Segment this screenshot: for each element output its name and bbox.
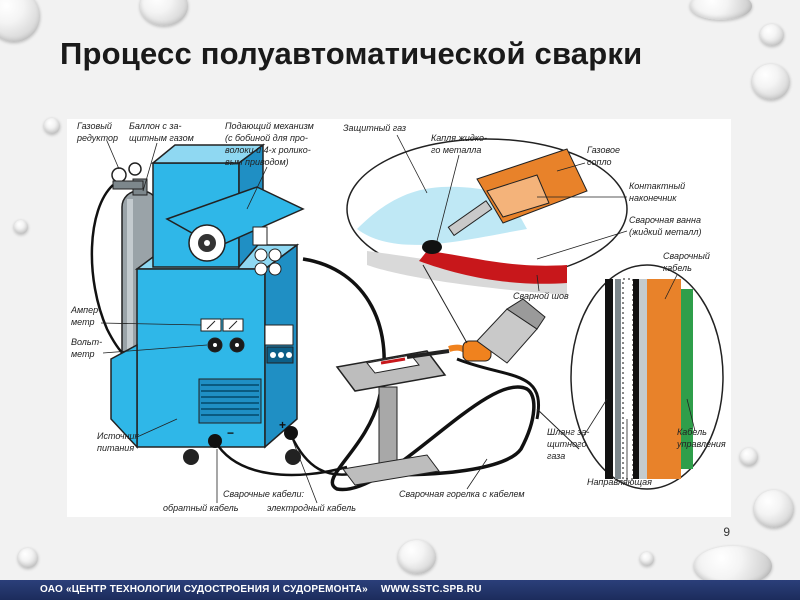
callout-pointer <box>536 408 580 450</box>
footer-text: ОАО «ЦЕНТР ТЕХНОЛОГИИ СУДОСТРОЕНИЯ И СУД… <box>40 584 482 595</box>
label-weld-pool: Сварочная ванна(жидкий металл) <box>629 215 701 237</box>
welding-diagram: − + <box>67 119 731 517</box>
label-weld-seam: Сварной шов <box>513 291 569 301</box>
ammeter-gauge <box>200 318 244 332</box>
torch-hose-line <box>456 357 540 420</box>
footer-organization: ОАО «ЦЕНТР ТЕХНОЛОГИИ СУДОСТРОЕНИЯ И СУД… <box>40 584 368 595</box>
label-welding-cables: Сварочные кабели: <box>223 489 304 499</box>
footer-url[interactable]: WWW.SSTC.SPB.RU <box>380 584 482 595</box>
label-shielding-gas: Защитный газ <box>343 123 406 133</box>
decorative-water-drop <box>140 0 188 26</box>
decorative-water-drop <box>398 540 436 574</box>
svg-text:+: + <box>279 418 286 432</box>
page-number: 9 <box>723 525 730 539</box>
machine-wheels <box>183 449 301 465</box>
label-return-cable: обратный кабель <box>163 503 239 513</box>
return-cable-line <box>213 440 348 477</box>
label-gas-cylinder: Баллон с за-щитным газом <box>129 121 194 143</box>
label-leader-lines <box>100 134 696 504</box>
decorative-water-drop <box>752 64 790 100</box>
voltmeter-knobs <box>207 337 245 353</box>
cable-cross-section-callout <box>570 264 724 490</box>
decorative-water-drop <box>690 0 752 20</box>
torch-cable-line <box>302 257 536 492</box>
label-torch-with-cable: Сварочная горелка с кабелем <box>399 489 525 499</box>
decorative-water-drop <box>18 548 38 568</box>
wire-spool <box>188 224 226 262</box>
torch-tip-callout <box>346 138 628 295</box>
gas-reducer <box>111 162 144 190</box>
label-feed-mechanism: Подающий механизм(с бобиной для про-воло… <box>225 121 314 167</box>
decorative-water-drop <box>694 546 772 586</box>
workpiece <box>366 354 420 374</box>
label-electrode-cable: электродный кабель <box>267 503 356 513</box>
decorative-water-drop <box>754 490 794 528</box>
control-panel <box>264 324 294 364</box>
feed-rollers <box>252 226 282 276</box>
label-ammeter: Ампер-метр <box>70 305 101 327</box>
svg-text:−: − <box>227 426 234 440</box>
welding-torch <box>406 298 546 364</box>
callout-pointer <box>422 264 468 344</box>
label-guide: Направляющая <box>587 477 652 487</box>
decorative-water-drop <box>740 448 758 466</box>
decorative-water-drop <box>14 220 28 234</box>
decorative-water-drop <box>44 118 60 134</box>
welding-table <box>335 350 447 486</box>
label-metal-drop: Капля жидко-го металла <box>431 133 487 155</box>
decorative-water-drop <box>760 24 784 46</box>
label-voltmeter: Вольт-метр <box>71 337 102 359</box>
decorative-water-drop <box>640 552 654 566</box>
decorative-water-drop <box>0 0 40 42</box>
ventilation-grille <box>198 378 262 424</box>
slide-title: Процесс полуавтоматической сварки <box>60 36 643 71</box>
footer-bar: ОАО «ЦЕНТР ТЕХНОЛОГИИ СУДОСТРОЕНИЯ И СУД… <box>0 580 800 600</box>
